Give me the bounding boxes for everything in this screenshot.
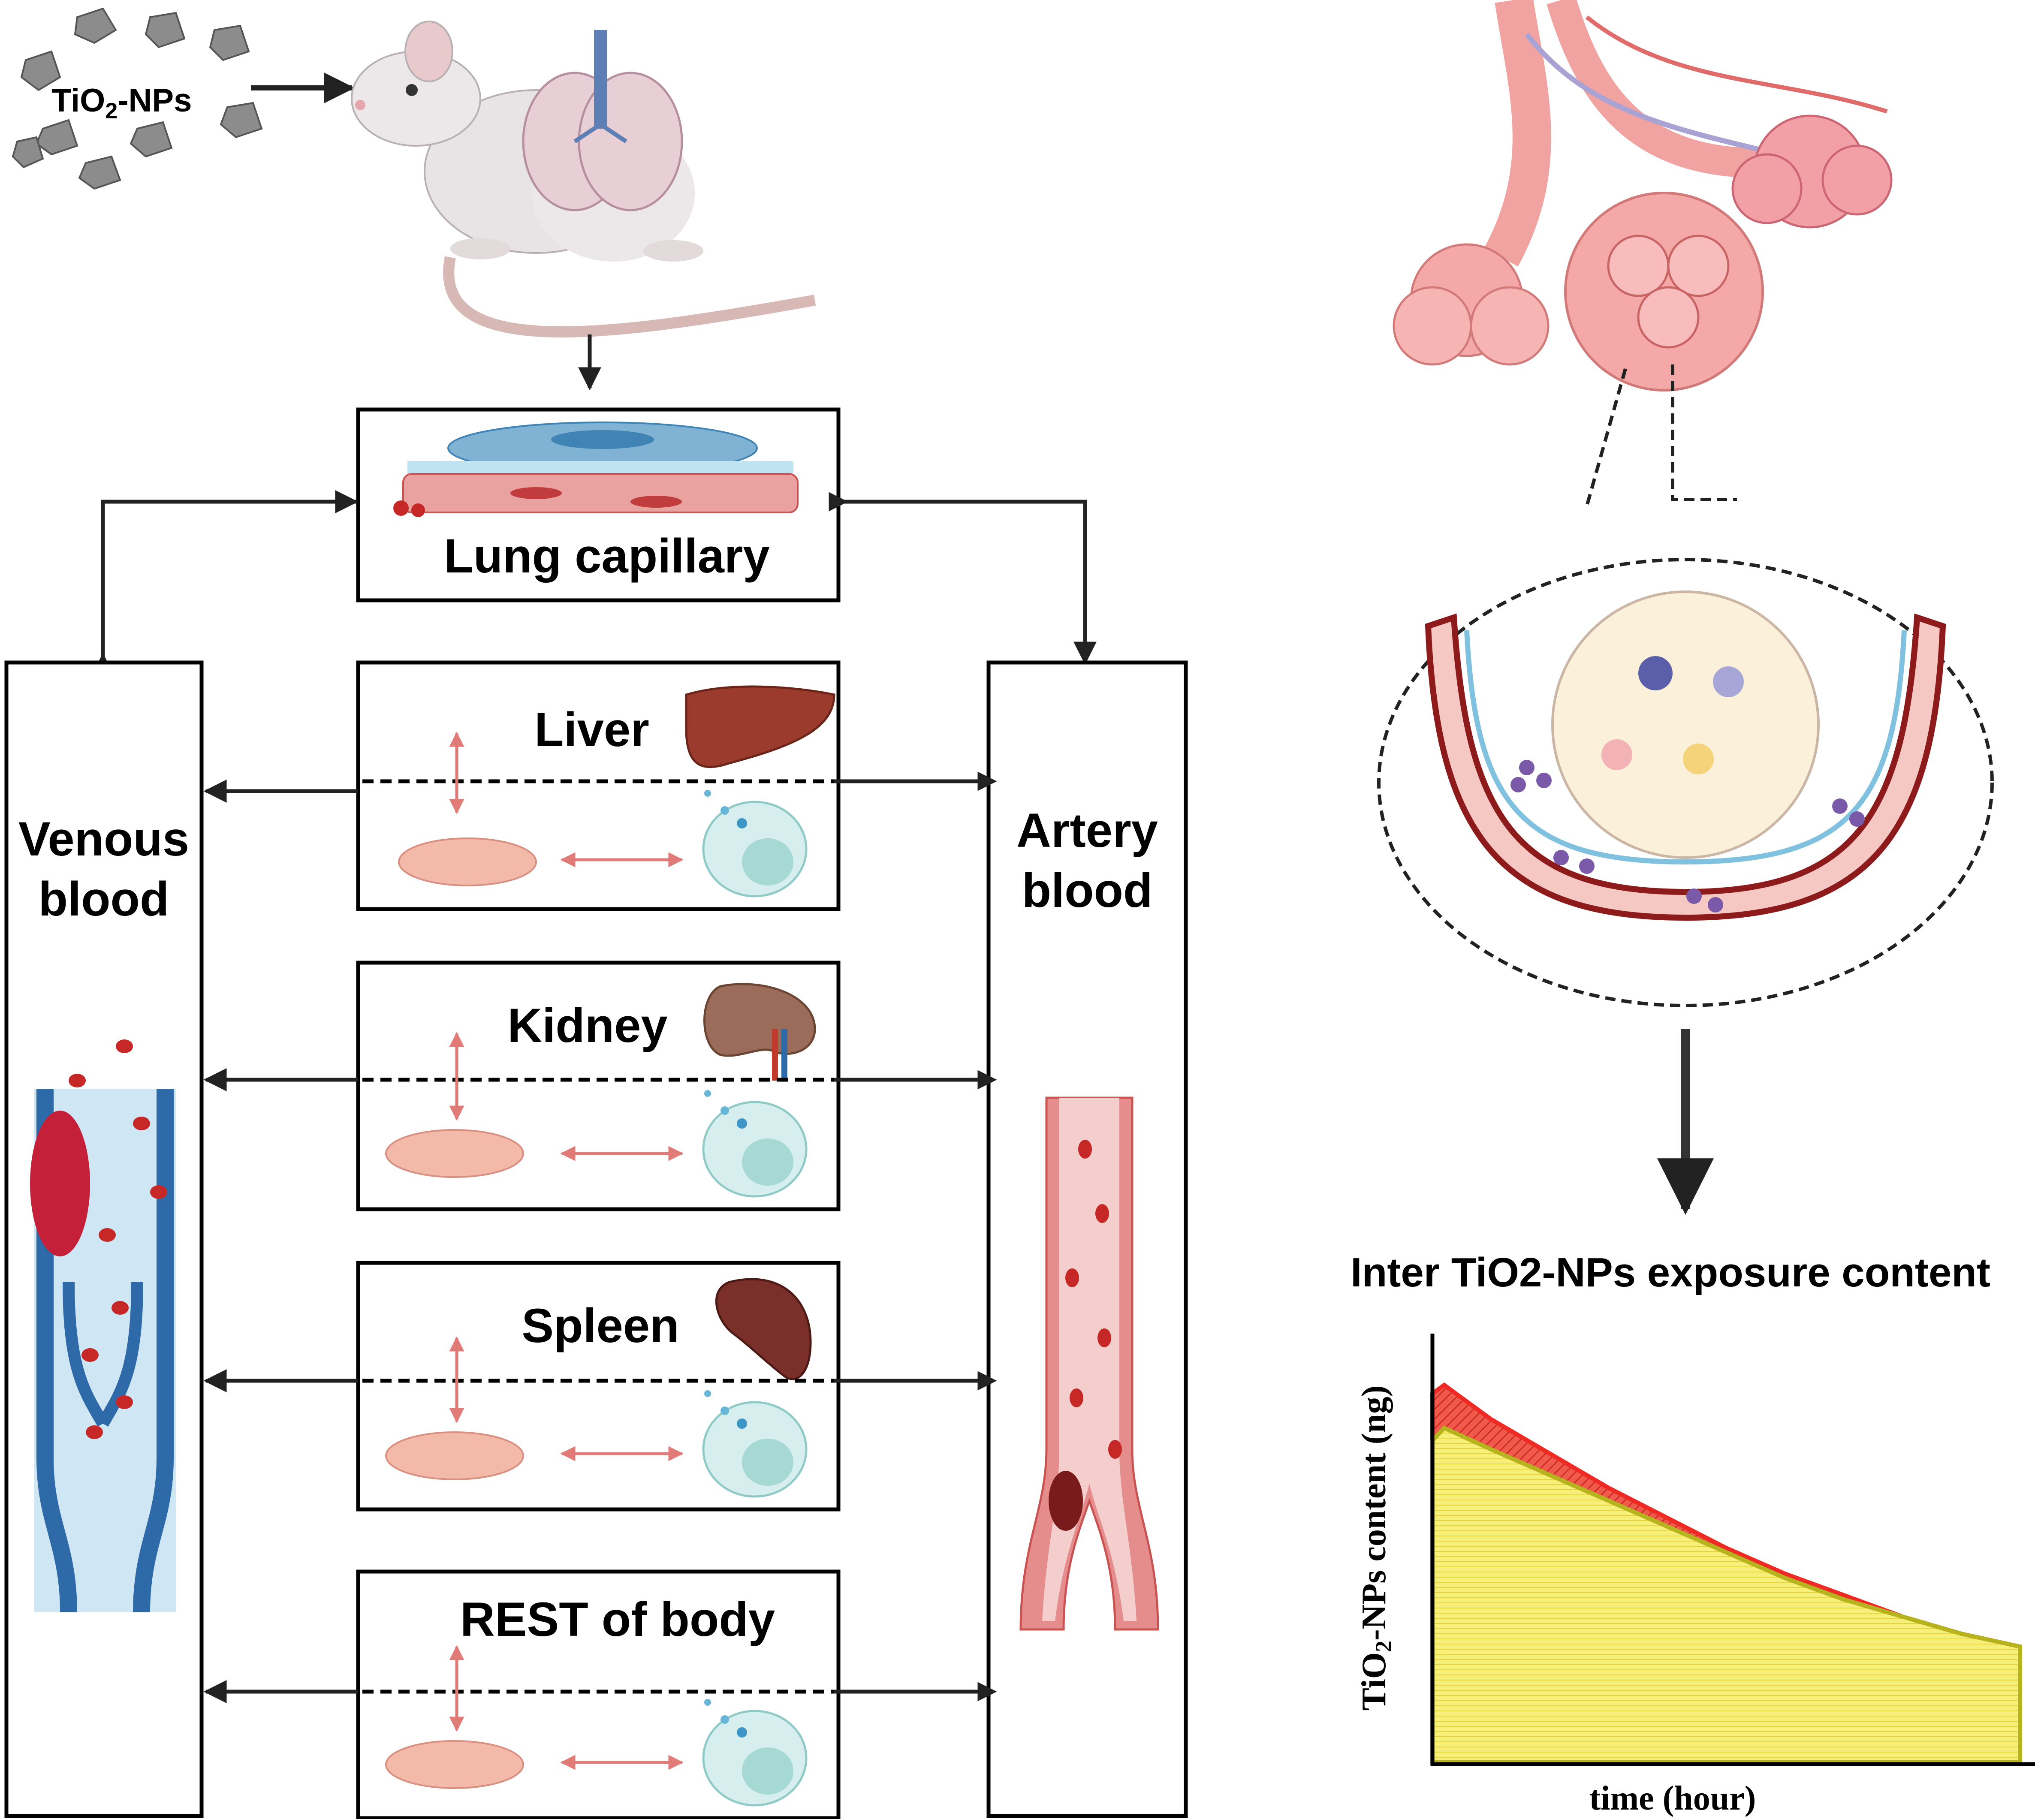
chart: time (hour) TiO2-NPs content (ng) (1355, 1334, 2035, 1817)
liver-icon (685, 685, 835, 768)
alveoli-icon (1393, 0, 1893, 392)
venous-to-lung-arrow (93, 490, 359, 672)
rest-box: REST of body (203, 1569, 997, 1819)
artery-blood-box: Artery blood (986, 660, 1188, 1818)
artery-label-1: Artery (1016, 804, 1158, 857)
spleen-box: Spleen (203, 1261, 997, 1512)
rest-label: REST of body (460, 1593, 775, 1646)
series-2-area (1430, 1425, 2022, 1765)
nanoparticles-icon (12, 7, 263, 190)
venous-blood-box: Venous blood (4, 660, 204, 1818)
lung-capillary-box: Lung capillary (356, 407, 841, 602)
input-label: TiO2-NPs (51, 82, 192, 123)
spleen-label: Spleen (522, 1299, 679, 1352)
y-axis-label: TiO2-NPs content (ng) (1355, 1385, 1396, 1711)
kidney-label: Kidney (507, 999, 667, 1052)
venous-label-2: blood (39, 872, 169, 926)
artery-label-2: blood (1022, 864, 1153, 917)
spleen-icon (715, 1278, 812, 1380)
liver-label: Liver (534, 703, 649, 756)
liver-box: Liver (203, 660, 997, 911)
artery-icon (1019, 1096, 1159, 1631)
chart-title: Inter TiO2-NPs exposure content (1351, 1250, 1990, 1295)
venous-label-1: Venous (18, 812, 189, 866)
tissue-icon (398, 837, 537, 886)
capillary-wall-icon (393, 422, 799, 517)
x-axis-label: time (hour) (1589, 1780, 1756, 1817)
lung-label: Lung capillary (444, 529, 769, 583)
alveolus-zoom-icon (1377, 558, 1994, 1007)
kidney-box: Kidney (203, 961, 997, 1211)
rat-icon (351, 21, 816, 337)
vein-icon (30, 1039, 176, 1613)
lung-to-artery-arrow (829, 492, 1097, 665)
